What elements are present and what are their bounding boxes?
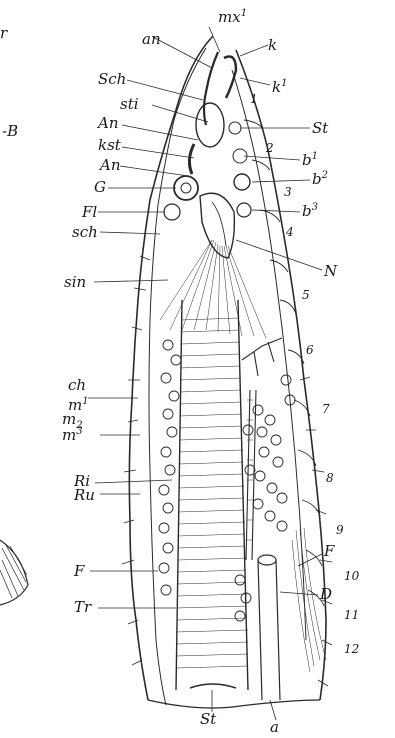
label-ch: ch	[68, 376, 86, 394]
label-N: N	[323, 262, 338, 280]
segment-number: 11	[344, 608, 359, 622]
label-k: k	[268, 36, 277, 54]
adjacent-figure-fragment	[0, 540, 28, 605]
label-a: a	[270, 718, 279, 736]
label-St: St	[312, 119, 329, 137]
specimen-body	[122, 36, 332, 708]
label-k1: k1	[272, 78, 287, 96]
segment-number: 3	[284, 185, 292, 199]
segment-number: 7	[322, 402, 330, 416]
label-sti: sti	[120, 95, 139, 113]
segment-number: 5	[302, 288, 310, 302]
label-D: D	[319, 585, 332, 603]
label-sch: sch	[72, 223, 98, 241]
label-G: G	[94, 178, 106, 196]
label-sin: sin	[64, 273, 86, 291]
label-An-lower: An	[98, 156, 121, 174]
label-b2: b2	[312, 170, 328, 188]
label-Fl: Fl	[81, 203, 97, 221]
label-b1: b1	[302, 151, 318, 169]
label-Sch: Sch	[98, 70, 126, 88]
segment-number: 4	[285, 225, 294, 239]
segment-number: 10	[344, 569, 360, 583]
label-Tr: Tr	[74, 598, 92, 616]
label-mx1: mx1	[218, 8, 247, 26]
segment-number: 1	[250, 92, 258, 106]
segment-number: 6	[306, 343, 314, 357]
segment-number: 8	[326, 471, 334, 485]
segment-number: 12	[344, 642, 359, 656]
label-b3: b3	[302, 202, 318, 220]
label-Ru: Ru	[73, 486, 95, 504]
label-kst: kst	[98, 136, 122, 154]
segment-number: 2	[265, 141, 274, 155]
label-an: an	[142, 30, 161, 48]
label-An-upper: An	[96, 114, 119, 132]
label-F-left: F	[73, 562, 85, 580]
label-St-bottom: St	[200, 710, 217, 728]
label-r-edge: r	[0, 24, 8, 42]
label-m3: m3	[62, 426, 83, 444]
label-F-right: F	[323, 542, 335, 560]
segment-number: 9	[336, 523, 344, 537]
label-B-edge: -B	[2, 122, 18, 140]
